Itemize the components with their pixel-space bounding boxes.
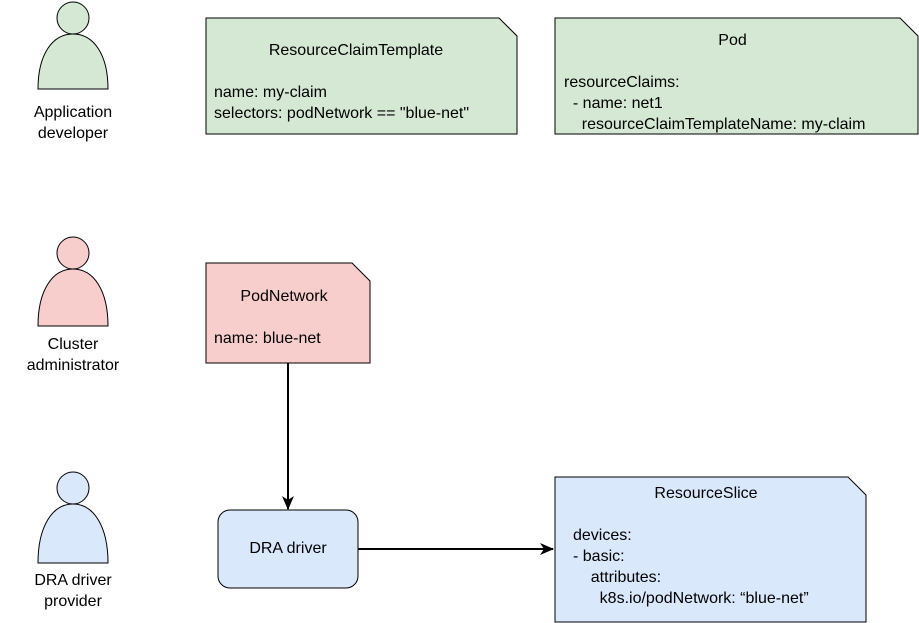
dra-driver-label: DRA driver <box>249 540 327 557</box>
resource-claim-template-note-shape <box>205 17 518 135</box>
pod-network-note-shape <box>205 262 371 364</box>
actor-cluster-administrator-icon <box>37 236 109 327</box>
actor-label-cluster-administrator: Cluster administrator <box>26 336 120 374</box>
pod-network-body: name: blue-net <box>214 330 321 347</box>
pod-note-shape <box>554 17 919 135</box>
actor-label-application-developer: Application developer <box>33 104 113 142</box>
actor-dra-driver-provider-icon <box>37 471 109 564</box>
resource-slice-body: devices: - basic: attributes: k8s.io/pod… <box>573 527 809 607</box>
resource-slice-title: ResourceSlice <box>654 485 758 502</box>
actor-application-developer-icon <box>37 1 109 90</box>
pod-network-title: PodNetwork <box>240 288 328 305</box>
resource-slice-note-shape <box>554 476 867 623</box>
actor-label-dra-driver-provider: DRA driver provider <box>34 572 112 610</box>
resource-claim-template-body: name: my-claim selectors: podNetwork == … <box>214 84 470 122</box>
pod-body: resourceClaims: - name: net1 resourceCla… <box>564 74 866 133</box>
pod-title: Pod <box>718 32 747 49</box>
resource-claim-template-title: ResourceClaimTemplate <box>268 42 444 59</box>
